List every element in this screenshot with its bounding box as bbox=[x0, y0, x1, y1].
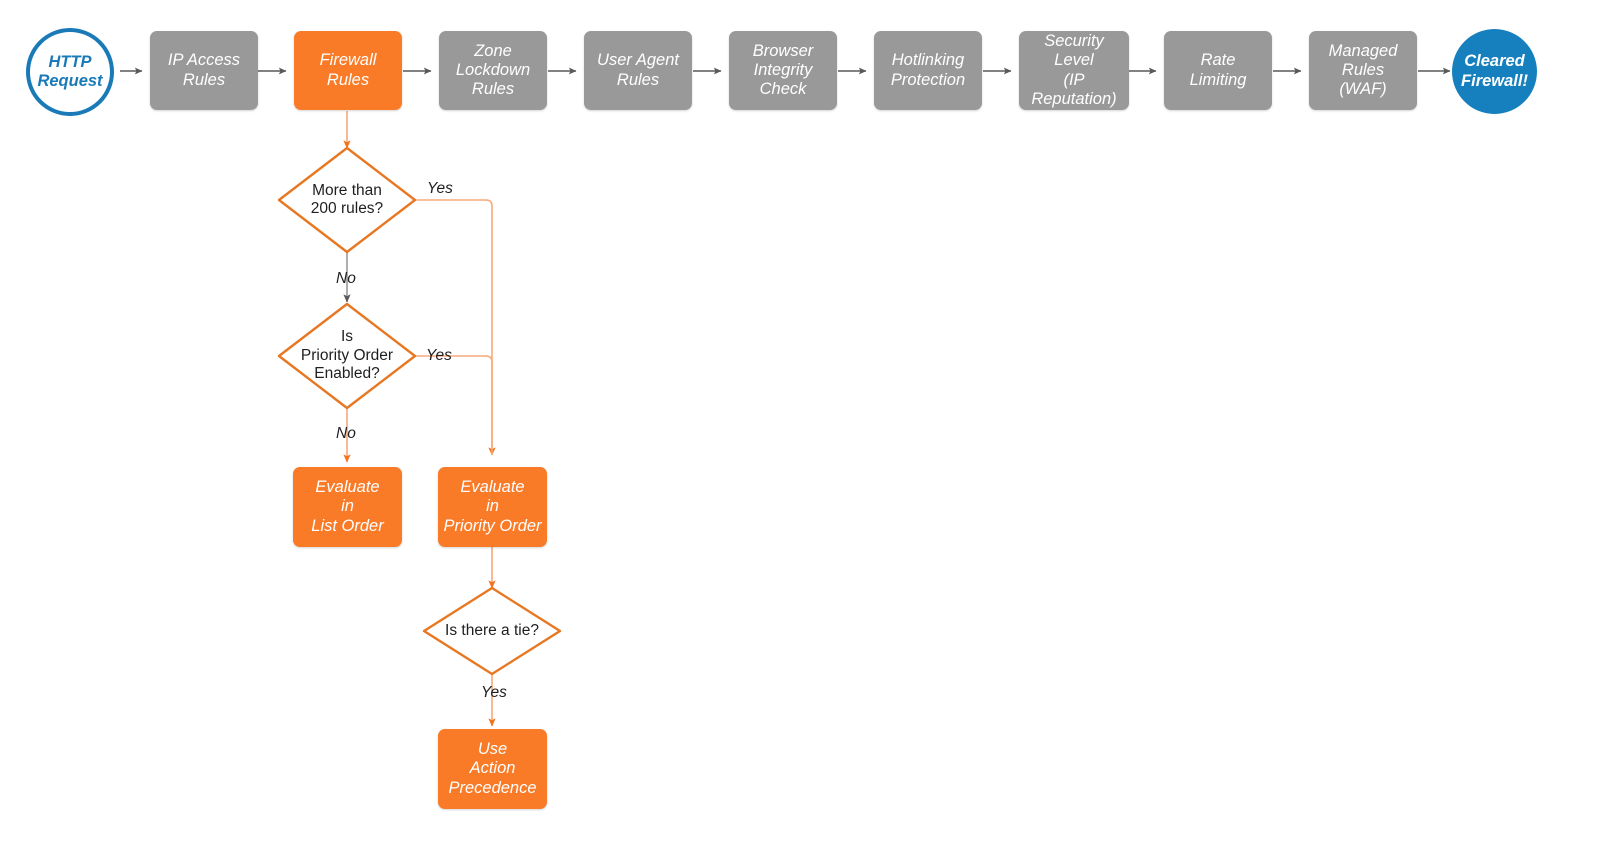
decision-label: Is Priority Order Enabled? bbox=[300, 328, 394, 383]
node-evaluate-priority-order[interactable]: Evaluate in Priority Order bbox=[438, 467, 547, 547]
decision-rule-count[interactable]: More than 200 rules? bbox=[279, 148, 415, 252]
node-use-action-precedence[interactable]: Use Action Precedence bbox=[438, 729, 547, 809]
node-firewall-rules[interactable]: Firewall Rules bbox=[294, 31, 402, 110]
node-label: Use Action Precedence bbox=[448, 740, 537, 797]
node-security-level[interactable]: Security Level (IP Reputation) bbox=[1019, 31, 1129, 110]
decision-tie-check[interactable]: Is there a tie? bbox=[424, 588, 560, 674]
node-managed-rules-waf[interactable]: Managed Rules (WAF) bbox=[1309, 31, 1417, 110]
node-label: Browser Integrity Check bbox=[752, 41, 814, 99]
edge-label-priority-no: No bbox=[336, 425, 356, 442]
node-label: Security Level (IP Reputation) bbox=[1031, 31, 1117, 108]
edge-priority-order-yes bbox=[415, 355, 493, 455]
edge-label-tie-yes: Yes bbox=[481, 684, 507, 701]
node-rate-limiting[interactable]: Rate Limiting bbox=[1164, 31, 1272, 110]
node-label: Firewall Rules bbox=[319, 51, 377, 89]
node-label: Evaluate in Priority Order bbox=[443, 478, 542, 535]
node-label: Rate Limiting bbox=[1189, 51, 1247, 89]
edge-label-rule-count-no: No bbox=[336, 270, 356, 287]
node-label: Evaluate in List Order bbox=[311, 478, 384, 535]
node-browser-integrity-check[interactable]: Browser Integrity Check bbox=[729, 31, 837, 110]
decision-label: Is there a tie? bbox=[445, 621, 539, 639]
edge-rule-count-yes bbox=[415, 199, 496, 456]
node-label: Cleared Firewall! bbox=[1461, 52, 1528, 90]
node-http-request[interactable]: HTTP Request bbox=[26, 28, 114, 116]
node-label: Zone Lockdown Rules bbox=[455, 41, 531, 99]
node-hotlinking-protection[interactable]: Hotlinking Protection bbox=[874, 31, 982, 110]
node-label: Managed Rules (WAF) bbox=[1328, 41, 1398, 99]
node-label: IP Access Rules bbox=[167, 51, 241, 89]
node-ip-access-rules[interactable]: IP Access Rules bbox=[150, 31, 258, 110]
node-label: User Agent Rules bbox=[597, 51, 679, 89]
edge-label-rule-count-yes: Yes bbox=[427, 180, 453, 197]
decision-label: More than 200 rules? bbox=[310, 181, 384, 217]
edge-label-priority-yes: Yes bbox=[426, 347, 452, 364]
decision-priority-order[interactable]: Is Priority Order Enabled? bbox=[279, 304, 415, 408]
node-evaluate-list-order[interactable]: Evaluate in List Order bbox=[293, 467, 402, 547]
node-label: HTTP Request bbox=[37, 52, 103, 90]
node-cleared-firewall[interactable]: Cleared Firewall! bbox=[1452, 29, 1537, 114]
node-zone-lockdown-rules[interactable]: Zone Lockdown Rules bbox=[439, 31, 547, 110]
node-label: Hotlinking Protection bbox=[890, 51, 966, 89]
node-user-agent-rules[interactable]: User Agent Rules bbox=[584, 31, 692, 110]
